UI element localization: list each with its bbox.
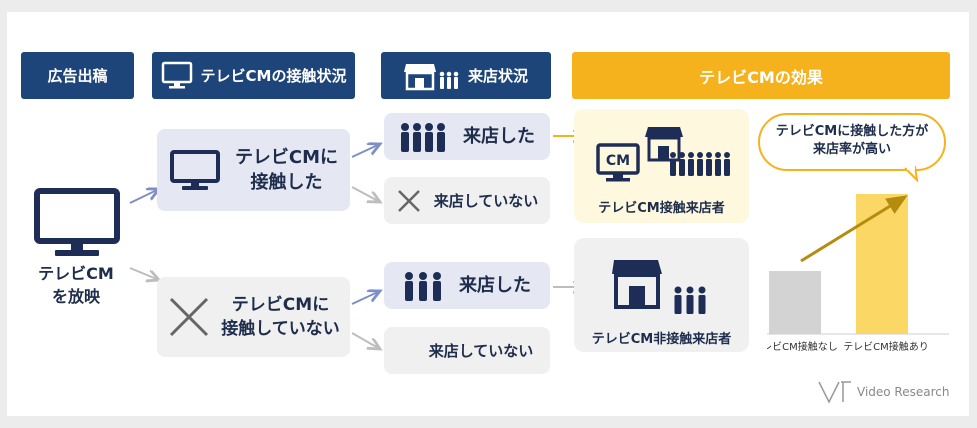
contacted-box: テレビCMに 接触した bbox=[157, 129, 350, 211]
contact-visitor-box: CM テレビCM接触来店者 bbox=[574, 109, 749, 223]
contacted-line1: テレビCMに bbox=[234, 147, 339, 168]
header-contact: テレビCMの接触状況 bbox=[152, 52, 355, 99]
callout-line1: テレビCMに接触した方が bbox=[775, 124, 929, 139]
not-visited-box-1: 来店していない bbox=[384, 177, 550, 224]
tv-icon bbox=[169, 150, 220, 190]
cross-icon bbox=[170, 297, 209, 337]
video-research-logo: Video Research bbox=[817, 380, 949, 404]
contact-visitor-label: テレビCM接触来店者 bbox=[598, 201, 725, 216]
noncontact-visitor-box: テレビCM非接触来店者 bbox=[574, 238, 749, 352]
noncontact-visitor-label: テレビCM非接触来店者 bbox=[591, 332, 732, 347]
visit-rate-chart: テレビCM接触なしテレビCM接触あり bbox=[767, 194, 949, 353]
not-visited-label-1: 来店していない bbox=[433, 192, 539, 210]
contacted-line2: 接触した bbox=[250, 172, 323, 193]
arrow-contacted-to-notvisited bbox=[351, 186, 380, 202]
tv-broadcast-line2: を放映 bbox=[51, 287, 100, 306]
header-effect-label: テレビCMの効果 bbox=[699, 67, 823, 87]
header-effect: テレビCMの効果 bbox=[572, 52, 950, 99]
bar-1 bbox=[769, 271, 821, 334]
header-visit: 来店状況 bbox=[381, 52, 551, 99]
people-icon bbox=[401, 122, 445, 152]
arrow-tv-to-contacted bbox=[129, 189, 159, 204]
not-contacted-line2: 接触していない bbox=[221, 319, 340, 339]
not-visited-label-2: 来店していない bbox=[428, 342, 534, 360]
visited-box-1: 来店した bbox=[384, 113, 550, 160]
connector-arrows bbox=[129, 12, 969, 416]
arrow-noncontacted-to-notvisited bbox=[351, 332, 380, 349]
bar-label-1: テレビCM接触なし bbox=[767, 340, 838, 353]
store-people-icon bbox=[403, 63, 459, 90]
diagram-card: 広告出稿 テレビCMの接触状況 来店状況 テレビCMの効果 bbox=[7, 12, 969, 416]
arrow-noncontacted-to-visited bbox=[351, 291, 380, 305]
tv-broadcast-line1: テレビCM bbox=[38, 264, 114, 283]
trend-arrow bbox=[800, 195, 908, 263]
header-visit-label: 来店状況 bbox=[467, 67, 528, 85]
visited-label-2: 来店した bbox=[459, 275, 531, 296]
tv-broadcast-icon bbox=[33, 187, 121, 259]
not-contacted-box: テレビCMに 接触していない bbox=[157, 277, 350, 357]
visited-box-2: 来店した bbox=[384, 262, 550, 309]
arrow-tv-to-noncontacted bbox=[129, 267, 159, 280]
store-people-icon bbox=[612, 260, 706, 314]
tv-broadcast-label: テレビCM を放映 bbox=[21, 262, 131, 308]
visited-label-1: 来店した bbox=[463, 126, 535, 147]
logo-text: Video Research bbox=[857, 385, 950, 399]
callout-line2: 来店率が高い bbox=[812, 142, 891, 157]
bar-2 bbox=[856, 194, 908, 334]
bar-label-2: テレビCM接触あり bbox=[843, 340, 929, 353]
cross-icon bbox=[397, 189, 420, 212]
arrow-contacted-to-visited bbox=[351, 144, 380, 158]
people-icon bbox=[405, 271, 441, 301]
cm-badge: CM bbox=[606, 153, 630, 169]
tv-icon bbox=[161, 61, 192, 88]
logo-mark-icon bbox=[818, 381, 851, 404]
header-ad: 広告出稿 bbox=[21, 52, 134, 99]
not-visited-box-2: 来店していない bbox=[384, 327, 550, 374]
cm-store-people-icon: CM bbox=[596, 127, 730, 182]
callout-bubble: テレビCMに接触した方が 来店率が高い bbox=[757, 112, 949, 182]
not-contacted-line1: テレビCMに bbox=[231, 295, 330, 315]
header-ad-label: 広告出稿 bbox=[47, 67, 108, 85]
header-contact-label: テレビCMの接触状況 bbox=[200, 67, 347, 85]
